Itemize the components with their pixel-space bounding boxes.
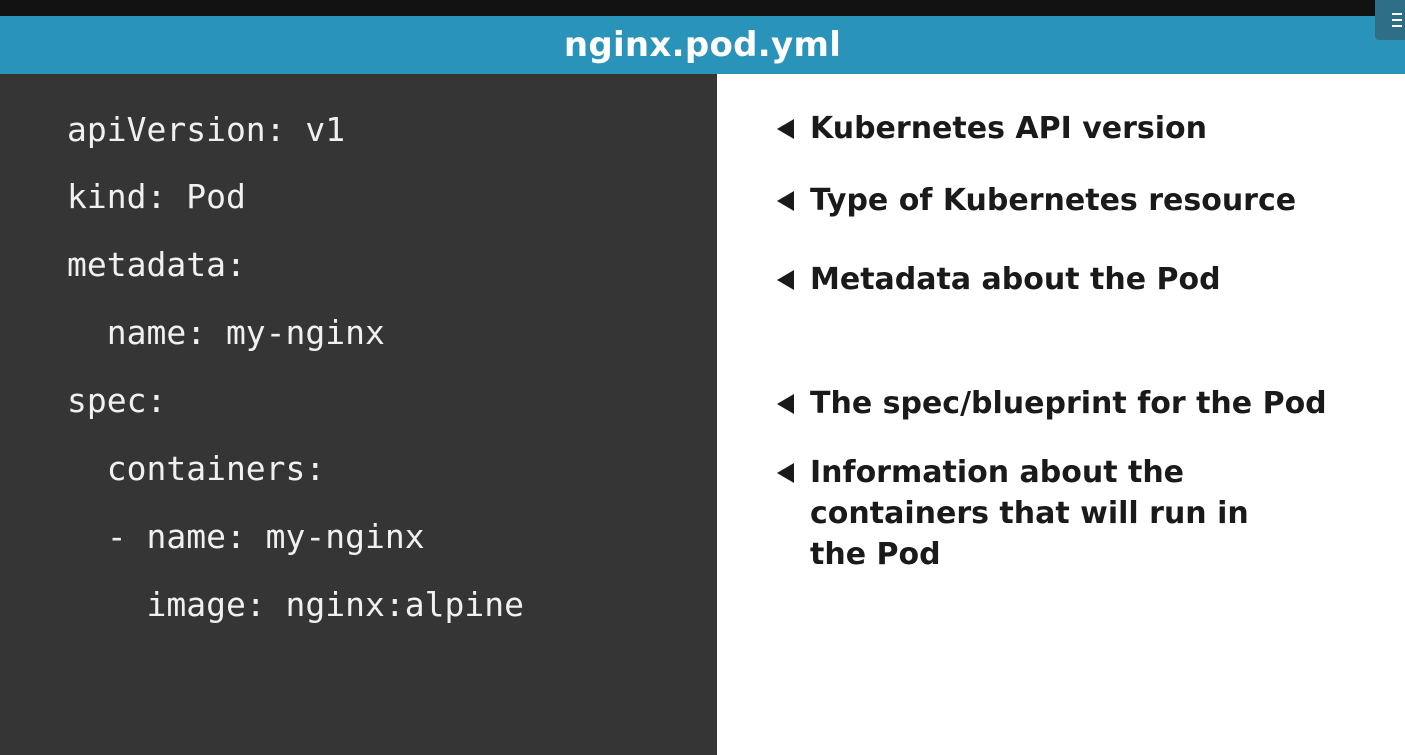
annotation-text: Metadata about the Pod	[810, 262, 1221, 297]
code-line: kind: Pod	[67, 177, 246, 216]
annotation-item: The spec/blueprint for the Pod	[777, 383, 1360, 424]
annotation-item: Information about the containers that wi…	[777, 452, 1310, 575]
notes-panel: Kubernetes API version Type of Kubernete…	[717, 74, 1405, 755]
annotation-text: Information about the containers that wi…	[810, 455, 1249, 572]
code-line: spec:	[67, 381, 167, 420]
annotation-item: Type of Kubernetes resource	[777, 180, 1360, 221]
code-line: apiVersion: v1	[67, 110, 346, 149]
left-arrow-icon	[777, 191, 794, 211]
title-bar: nginx.pod.yml	[0, 16, 1405, 74]
annotation-text: Kubernetes API version	[810, 111, 1208, 146]
slide-title: nginx.pod.yml	[563, 25, 842, 65]
left-arrow-icon	[777, 394, 794, 414]
left-arrow-icon	[777, 119, 794, 139]
annotation-item: Kubernetes API version	[777, 108, 1360, 149]
hamburger-menu-icon[interactable]	[1375, 0, 1405, 40]
code-panel: apiVersion: v1 kind: Pod metadata: name:…	[0, 74, 717, 755]
left-arrow-icon	[777, 463, 794, 483]
code-line: containers:	[67, 449, 326, 488]
annotation-text: Type of Kubernetes resource	[810, 183, 1297, 218]
code-line: image: nginx:alpine	[67, 585, 524, 624]
code-line: - name: my-nginx	[67, 517, 425, 556]
left-arrow-icon	[777, 270, 794, 290]
code-line: metadata:	[67, 245, 246, 284]
code-line: name: my-nginx	[67, 313, 385, 352]
annotation-item: Metadata about the Pod	[777, 259, 1360, 300]
annotation-text: The spec/blueprint for the Pod	[810, 386, 1327, 421]
top-strip	[0, 0, 1405, 16]
